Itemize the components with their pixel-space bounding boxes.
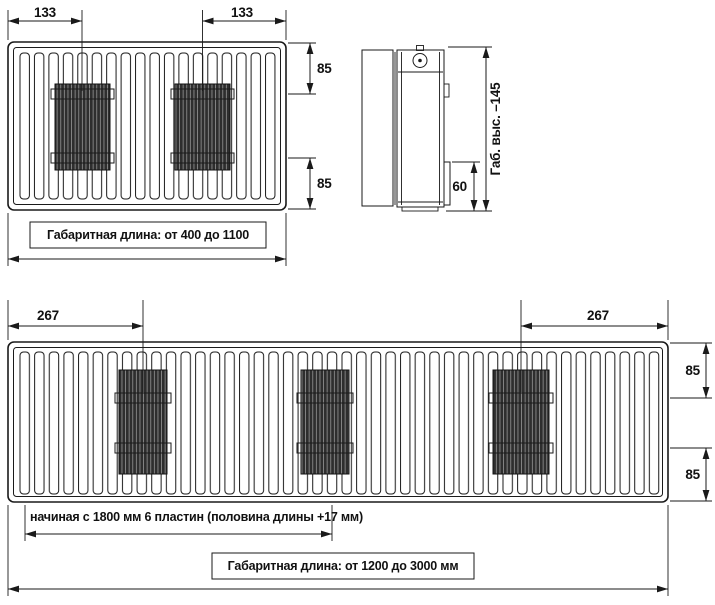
- dim-85-bottom-label: 85: [317, 176, 332, 191]
- convector-block: [174, 83, 231, 171]
- dim-267-left-label: 267: [37, 308, 59, 323]
- large-radiator-inner-frame: [13, 347, 663, 497]
- tapping-channel: [114, 442, 172, 454]
- side-view-convector: [361, 49, 394, 207]
- dim-85-top-label-large: 85: [685, 363, 700, 378]
- small-radiator-dimensions: 133 133 85 85 Габаритная длина: от 400 д…: [7, 5, 333, 266]
- dim-133-right-label: 133: [231, 5, 254, 20]
- large-radiator-dimensions: 267 267 85 85 начиная с 1800 мм 6 пласти…: [7, 300, 712, 596]
- length-note-box: [211, 552, 475, 580]
- tapping-channel: [488, 442, 554, 454]
- tapping-channel: [296, 442, 354, 454]
- plates-note: начиная с 1800 мм 6 пластин (половина дл…: [30, 510, 363, 524]
- tapping-channel: [488, 392, 554, 404]
- dim-60-label: 60: [452, 179, 467, 194]
- small-radiator-outline: [7, 41, 287, 211]
- overall-height-label: Габ. выс. –145: [488, 82, 503, 176]
- wall-bracket: [443, 161, 451, 206]
- dim-133-left-label: 133: [34, 5, 57, 20]
- small-length-note: Габаритная длина: от 400 до 1100: [47, 228, 249, 242]
- large-radiator-outline: [7, 341, 669, 503]
- large-radiator-front-view: [7, 341, 669, 503]
- small-radiator-front-view: [7, 41, 287, 211]
- dim-267-right-label: 267: [587, 308, 609, 323]
- side-view-dimensions: 60 Габ. выс. –145: [446, 46, 503, 212]
- air-vent-center: [418, 58, 422, 63]
- air-vent-plug: [412, 53, 428, 68]
- length-note-box: [29, 221, 267, 249]
- convector-block: [54, 83, 111, 171]
- air-vent-pin: [416, 45, 424, 51]
- large-length-note: Габаритная длина: от 1200 до 3000 мм: [228, 559, 459, 573]
- dim-85-bottom-label-large: 85: [685, 467, 700, 482]
- side-view-panel: [396, 49, 445, 208]
- tapping-channel: [50, 88, 115, 100]
- tapping-channel: [296, 392, 354, 404]
- side-view-foot: [401, 206, 439, 212]
- radiator-side-view: [361, 45, 451, 212]
- convector-block: [300, 369, 350, 475]
- tapping-channel: [114, 392, 172, 404]
- small-radiator-inner-frame: [13, 47, 281, 205]
- tapping-channel: [50, 152, 115, 164]
- dim-85-top-label: 85: [317, 61, 332, 76]
- upper-bracket-tab: [443, 83, 450, 98]
- tapping-channel: [170, 152, 235, 164]
